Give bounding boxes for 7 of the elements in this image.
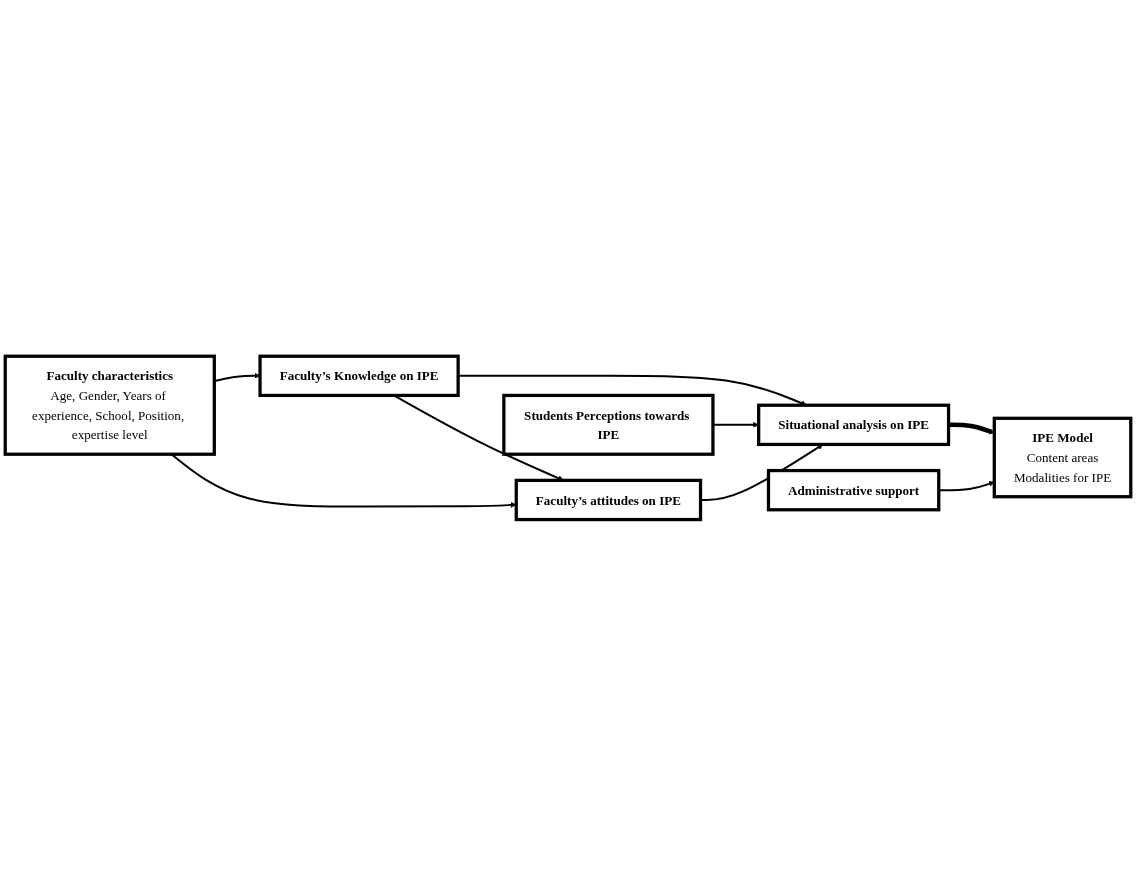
node-box: Faculty’s attitudes on IPE: [514, 478, 703, 521]
node-box: Faculty characteristics Age, Gender, Years of experience, School, Position, expertise level: [3, 354, 216, 456]
node-box: Students Perceptions towards IPE: [502, 393, 715, 456]
node-box: IPE Model Content areas Modalities for IPE: [992, 416, 1133, 498]
node-box: Faculty’s Knowledge on IPE: [258, 354, 460, 397]
node-box: Situational analysis on IPE: [757, 403, 951, 446]
node-box: Administrative support: [766, 468, 941, 511]
